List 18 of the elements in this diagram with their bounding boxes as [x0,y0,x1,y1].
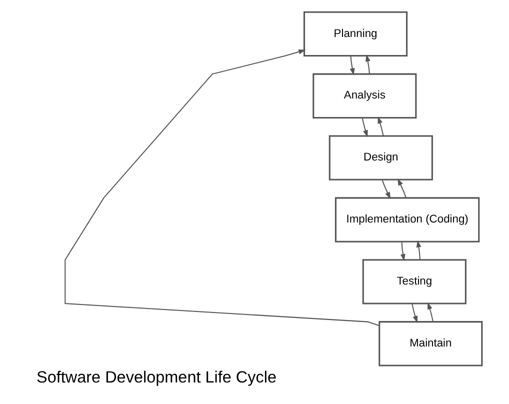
arrow [400,242,406,262]
arrow [428,302,434,322]
node-box: Planning [303,11,408,57]
node-box: Analysis [312,73,417,118]
node-box: Maintain [378,321,483,366]
arrow [397,178,407,198]
arrow [350,56,355,76]
node-box: Implementation (Coding) [334,197,480,242]
caption: Software Development Life Cycle [36,368,277,387]
arrow [416,240,422,260]
node-box: Design [328,135,433,180]
arrow [362,118,368,138]
arrow [382,180,391,200]
arrow [412,304,418,324]
arrow [378,116,384,136]
node-box: Testing [362,259,466,304]
arrow [64,49,380,326]
arrow [365,54,370,74]
